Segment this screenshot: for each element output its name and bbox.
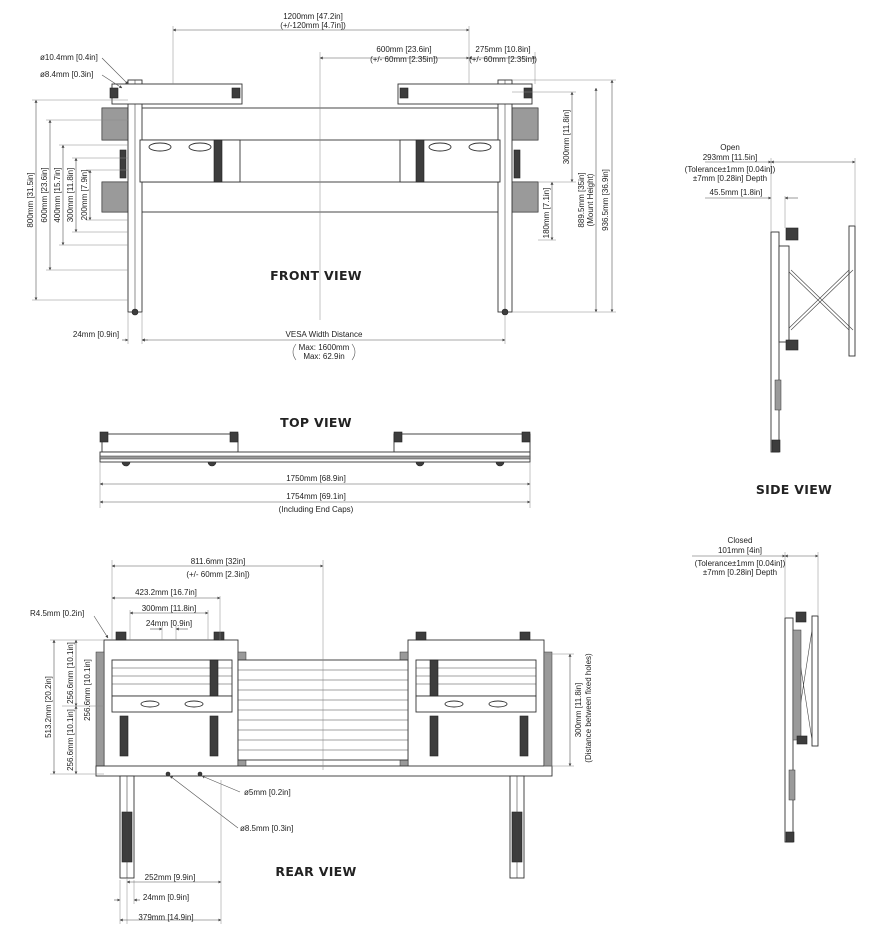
dim-width-1750: 1750mm [68.9in]: [286, 474, 346, 483]
dim-height-889-5: 889.5mm [35in]: [577, 172, 586, 227]
dim-rear-width-24-top: 24mm [0.9in]: [146, 619, 192, 628]
rear-view: REAR VIEW 811.6mm [32in] (+/- 60mm [2.3i…: [30, 557, 593, 924]
dim-rear-height-256-upper: 256.6mm [10.1in]: [66, 642, 75, 704]
dim-rear-width-811-tolerance: (+/- 60mm [2.3in]): [186, 570, 250, 579]
side-closed-label: Closed: [728, 536, 753, 545]
top-view-mount-drawing: [99, 431, 531, 467]
dim-rear-height-300: 300mm [11.8in]: [574, 683, 583, 738]
top-view-dimension-lines: [99, 462, 531, 508]
dim-width-1200-tolerance: (+/-120mm [4.7in]): [280, 21, 346, 30]
front-view-dimension-lines: [32, 26, 616, 361]
dim-rear-width-811: 811.6mm [32in]: [191, 557, 246, 566]
dim-height-300: 300mm [11.8in]: [66, 168, 75, 223]
dim-width-1754: 1754mm [69.1in]: [286, 492, 346, 501]
side-open-depth-tolerance: ±7mm [0.28in] Depth: [693, 174, 767, 183]
rear-view-mount-drawing: [95, 631, 553, 879]
dim-width-275: 275mm [10.8in]: [475, 45, 530, 54]
dim-height-180: 180mm [7.1in]: [542, 188, 551, 239]
top-view: TOP VIEW 1750mm [68.9in] 1754mm [69.1in]…: [99, 415, 531, 514]
dim-rear-height-513: 513.2mm [20.2in]: [44, 676, 53, 738]
dim-width-1200: 1200mm [47.2in]: [283, 12, 343, 21]
side-open-label: Open: [720, 143, 740, 152]
dim-rear-width-300: 300mm [11.8in]: [142, 604, 197, 613]
side-closed-depth-tolerance: ±7mm [0.28in] Depth: [703, 568, 777, 577]
dim-mount-height-label: (Mount Height): [586, 173, 595, 226]
side-open-width-45-5: 45.5mm [1.8in]: [710, 188, 763, 197]
dim-rear-fixed-holes-label: (Distance between fixed holes): [584, 653, 593, 763]
dim-width-600: 600mm [23.6in]: [376, 45, 431, 54]
side-open-tolerance: (Tolerance±1mm [0.04in]): [685, 165, 776, 174]
rear-view-dimension-lines: [50, 560, 574, 924]
dim-rear-height-256-lower: 256.6mm [10.1in]: [66, 709, 75, 771]
rear-view-title: REAR VIEW: [275, 864, 356, 879]
side-view-title: SIDE VIEW: [756, 482, 832, 497]
dim-height-200: 200mm [7.9in]: [80, 170, 89, 221]
dim-width-24: 24mm [0.9in]: [73, 330, 119, 339]
dim-rear-diameter-8-5: ø8.5mm [0.3in]: [240, 824, 293, 833]
side-view-closed-drawing: [784, 611, 819, 843]
dim-rear-radius: R4.5mm [0.2in]: [30, 609, 84, 618]
front-view: FRONT VIEW 1200mm [47.2in] (+/-120mm [4.…: [26, 12, 616, 361]
side-view-open-drawing: [770, 225, 856, 453]
side-view-closed: Closed 101mm [4in] (Tolerance±1mm [0.04i…: [692, 536, 819, 843]
dim-including-end-caps: (Including End Caps): [279, 505, 354, 514]
dim-width-275-tolerance: (+/- 60mm [2.35in]): [469, 55, 537, 64]
dim-rear-diameter-5: ø5mm [0.2in]: [244, 788, 291, 797]
dim-width-600-tolerance: (+/- 60mm [2.35in]): [370, 55, 438, 64]
dim-rear-width-379: 379mm [14.9in]: [138, 913, 193, 922]
side-view-open-dimension-lines: [705, 158, 856, 232]
dim-vesa-max-in: Max: 62.9in: [303, 352, 344, 361]
dim-height-600: 600mm [23.6in]: [40, 167, 49, 222]
dim-rear-width-423: 423.2mm [16.7in]: [135, 588, 197, 597]
side-closed-tolerance: (Tolerance±1mm [0.04in]): [695, 559, 786, 568]
dim-vesa-width-label: VESA Width Distance: [286, 330, 363, 339]
dim-diameter-8-4: ø8.4mm [0.3in]: [40, 70, 93, 79]
dim-vesa-max-mm: Max: 1600mm: [299, 343, 350, 352]
dim-height-300-right: 300mm [11.8in]: [562, 110, 571, 165]
dim-rear-width-252: 252mm [9.9in]: [145, 873, 196, 882]
side-view-open: Open 293mm [11.5in] (Tolerance±1mm [0.04…: [685, 143, 856, 497]
dim-height-400: 400mm [15.7in]: [53, 167, 62, 222]
dim-height-800: 800mm [31.5in]: [26, 172, 35, 227]
side-view-closed-dimension-lines: [692, 552, 819, 618]
dim-rear-height-256-inner: 256.6mm [10.1in]: [83, 659, 92, 721]
side-open-depth: 293mm [11.5in]: [703, 153, 758, 162]
top-view-title: TOP VIEW: [280, 415, 352, 430]
dim-diameter-10-4: ø10.4mm [0.4in]: [40, 53, 98, 62]
front-view-title: FRONT VIEW: [270, 268, 362, 283]
dim-height-936-5: 936.5mm [36.9in]: [601, 169, 610, 231]
side-closed-depth: 101mm [4in]: [718, 546, 762, 555]
dim-rear-width-24-bottom: 24mm [0.9in]: [143, 893, 189, 902]
